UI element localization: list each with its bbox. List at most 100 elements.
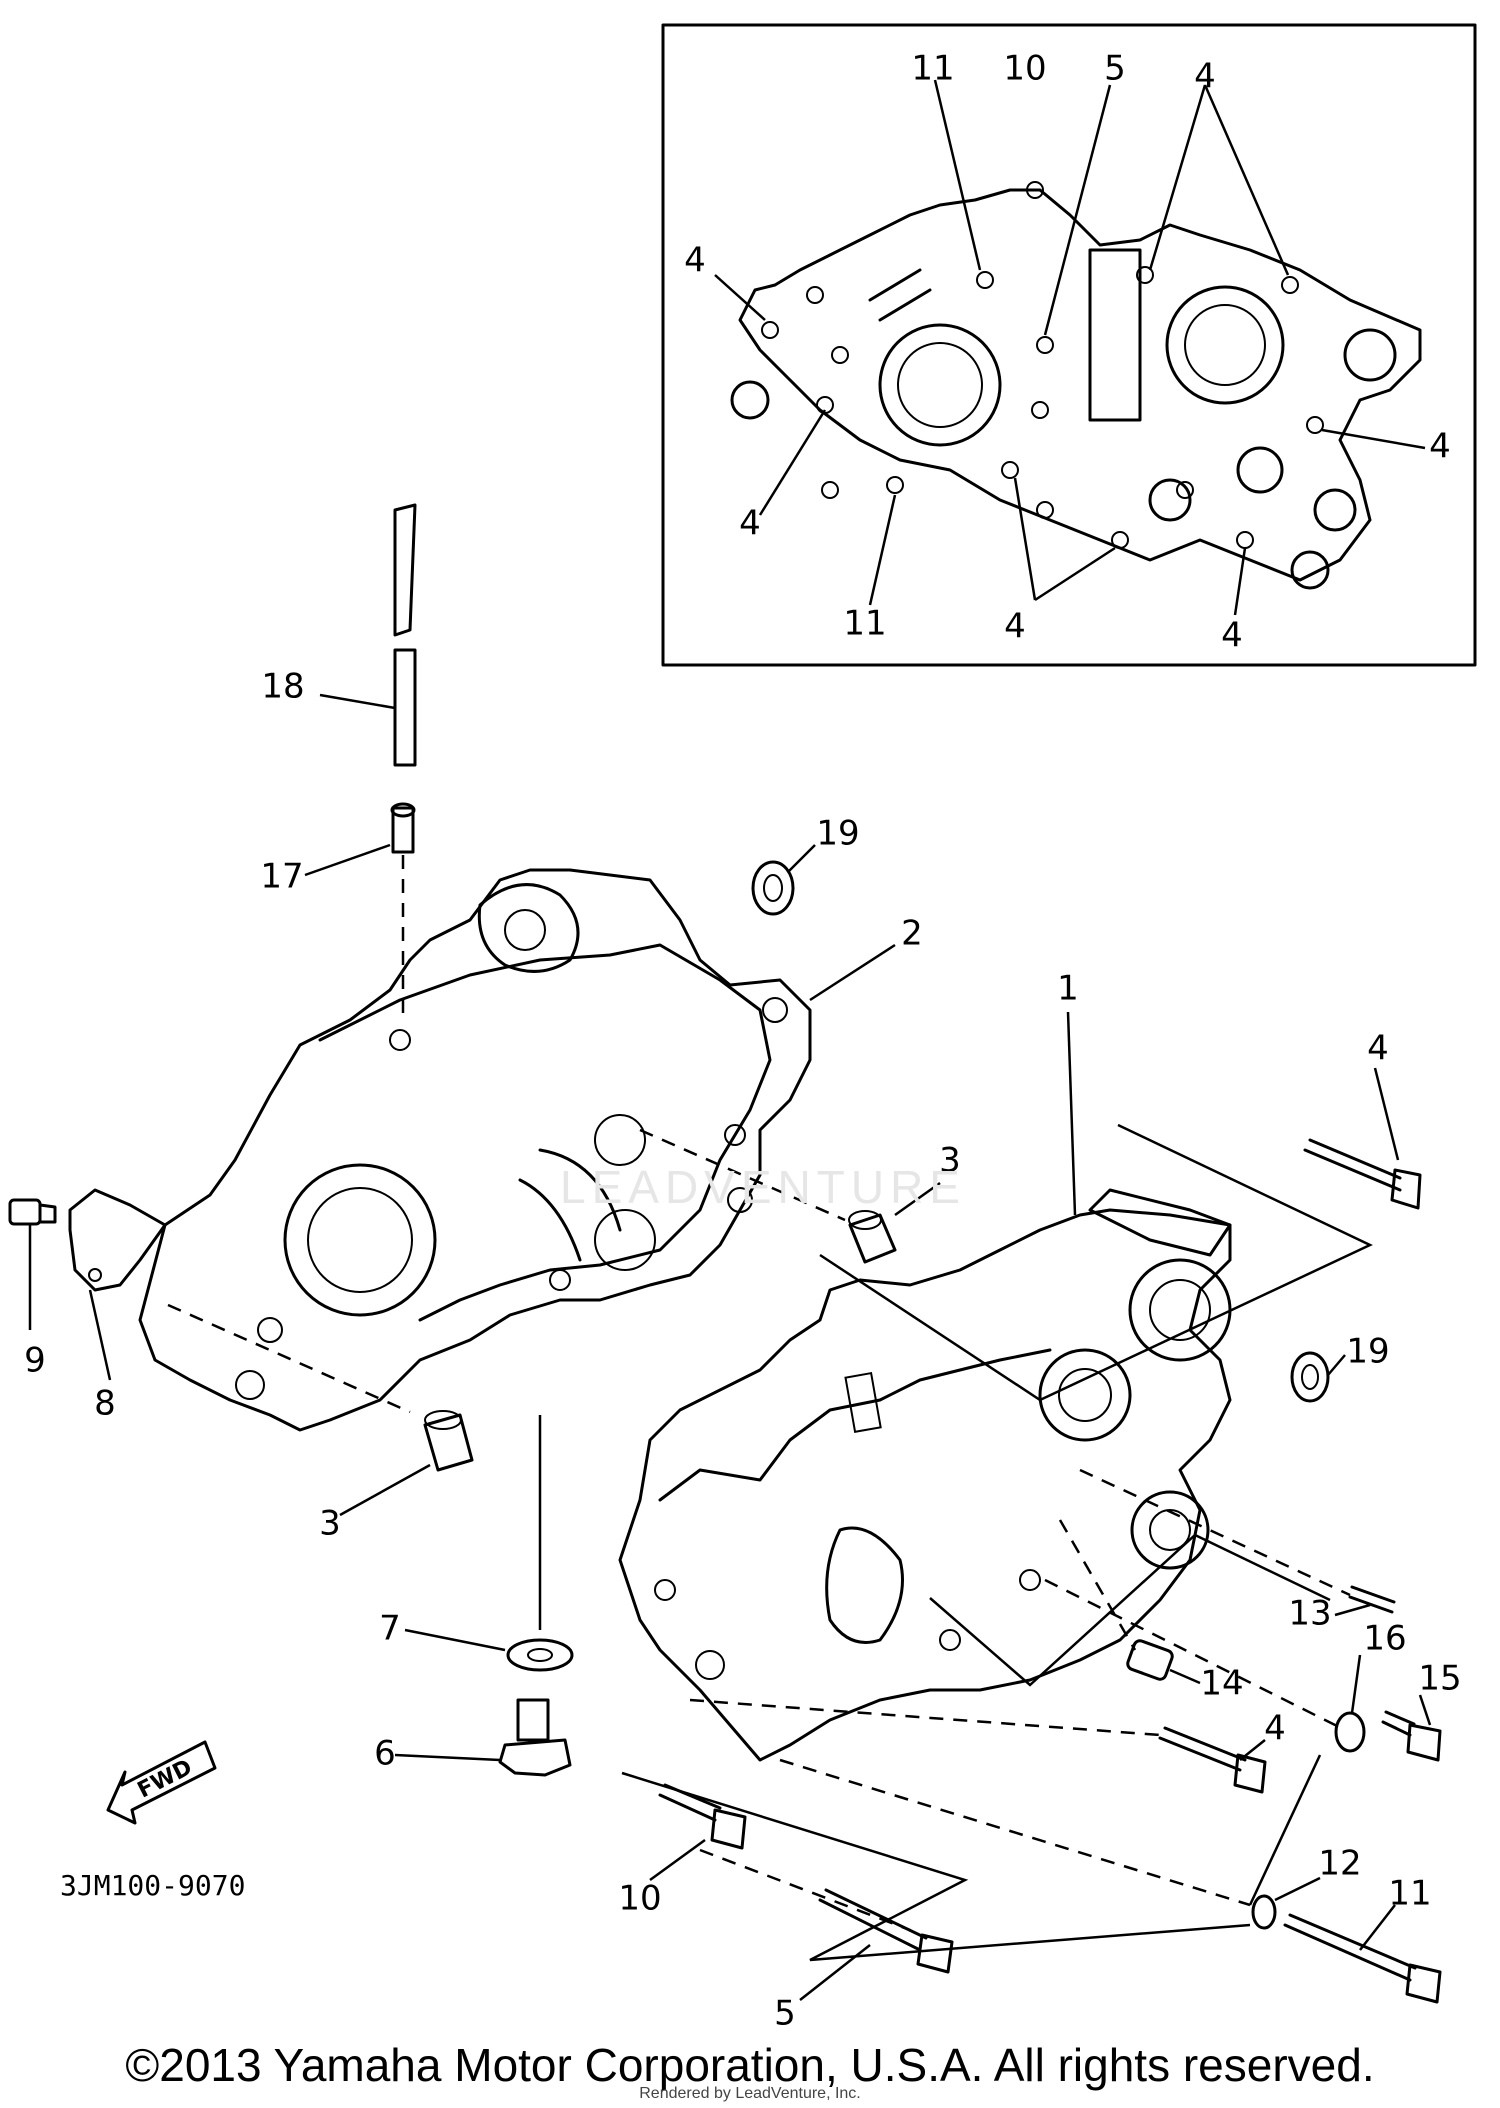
drain-plug-6 [498,1415,572,1777]
inset-boss-bottom [1290,550,1330,590]
dowel-3-lower [423,1410,474,1472]
crankcase-right-boss-lower-inner [1149,1509,1191,1551]
crankcase-right-gasket-face [658,1348,1052,1502]
crankcase-right-outline [618,1208,1232,1762]
crankcase-left-boss-lower [594,1209,656,1271]
callout-3-upper: 3 [939,1141,961,1181]
crankcase-right-hole-3 [939,1629,961,1651]
crankcase-right-hole-2 [1019,1569,1041,1591]
watermark: LEADVENTURE [560,1161,966,1213]
render-note: Rendered by LeadVenture, Inc. [639,2085,861,2102]
inset-callout-4-bottom: 4 [1004,607,1026,647]
oil-seal-19-right [1290,1351,1330,1403]
inset-view: 11 10 5 4 4 4 4 4 11 4 [661,23,1477,667]
crankcase-left [138,868,812,1432]
bracket-8 [68,1188,167,1292]
fitting-14 [1126,1639,1174,1681]
crankcase-left-hole-1 [235,1370,265,1400]
bolt-11 [1283,1913,1442,2004]
callout-10: 10 [618,1879,661,1919]
bolt-4-lower [1158,1726,1267,1794]
inset-boss-right [1343,328,1397,382]
crankcase-right-hole-4 [654,1579,676,1601]
crankcase-left-hole-3 [762,997,788,1023]
crankcase-right-slot [844,1371,882,1433]
crankcase-right-boss-upper [1128,1258,1232,1362]
callout-16: 16 [1363,1619,1406,1659]
diagram-code: 3JM100-9070 [60,1869,245,1902]
crankcase-left-rib [518,1148,622,1262]
crankcase-right-boss-lower [1130,1490,1210,1570]
crankcase-right-cylinder-face [1088,1188,1232,1257]
crankcase-left-outline [138,868,812,1432]
callout-17: 17 [260,857,303,897]
crankcase-left-hole-2 [257,1317,283,1343]
crankcase-right-bearing-inner [1058,1368,1112,1422]
crankcase-right-window [825,1526,904,1644]
callout-11: 11 [1388,1874,1431,1914]
inset-callout-4-right: 4 [1429,427,1451,467]
inset-cylinder-guide [1088,248,1142,422]
inset-callout-10: 10 [1003,49,1046,89]
crankcase-right [618,1188,1232,1762]
callout-13: 13 [1288,1594,1331,1634]
inset-callout-5: 5 [1104,49,1126,89]
crankcase-left-hole-4 [727,1187,753,1213]
callout-4-upper: 4 [1367,1029,1389,1069]
inset-frame [661,23,1477,667]
callout-14: 14 [1200,1664,1243,1704]
crankcase-right-boss-upper-inner [1149,1279,1211,1341]
dowel-3-upper [848,1210,897,1264]
crankcase-left-cylinder-boss [477,883,580,973]
fitting-17 [390,802,416,1020]
callout-3-lower: 3 [319,1504,341,1544]
callout-7: 7 [379,1609,401,1649]
inset-bore-right-inner [1184,304,1266,386]
pipe-18 [393,503,417,767]
assembly-lines [167,1123,1373,1962]
inset-callout-4-lower-left: 4 [739,504,761,544]
inset-leaders [714,79,1426,616]
inset-callout-4-left: 4 [684,241,706,281]
washer-7 [506,1638,574,1672]
main-leaders [28,693,1432,2001]
callout-6: 6 [374,1734,396,1774]
bolt-10 [658,1783,747,1850]
inset-rib [868,268,932,322]
callout-2: 2 [901,914,923,954]
crankcase-left-hole-6 [549,1269,571,1291]
inset-boss-left [730,380,770,420]
bolt-4-upper [1303,1138,1422,1210]
crankcase-left-hole-7 [389,1029,411,1051]
callout-12: 12 [1318,1844,1361,1884]
callout-1: 1 [1057,969,1079,1009]
fwd-arrow: FWD [106,1740,217,1825]
washer-16 [1334,1711,1366,1753]
callout-4-lower: 4 [1264,1709,1286,1749]
crankcase-left-bearing-bore [283,1163,437,1317]
inset-bolt-holes [761,181,1324,549]
oil-seal-19-top [751,860,795,916]
inset-boss-lower [1236,446,1284,494]
crankcase-left-boss-mid [594,1114,646,1166]
inset-callout-4-bottom-right: 4 [1221,616,1243,656]
callout-19-right: 19 [1346,1332,1389,1372]
stud-13 [1348,1585,1396,1614]
crankcase-right-bearing-bore [1038,1348,1132,1442]
callout-18: 18 [261,667,304,707]
crankcase-left-bearing-inner [307,1187,413,1293]
callout-15: 15 [1418,1659,1461,1699]
crankcase-left-hole-5 [724,1124,746,1146]
inset-bore-left [878,323,1002,447]
inset-bore-left-inner [897,342,983,428]
washer-12 [1251,1894,1277,1930]
inset-bore-right [1165,285,1285,405]
bolt-15 [1381,1710,1442,1762]
crankcase-right-hole-1 [695,1650,725,1680]
callout-labels: 1 2 3 3 4 4 5 6 7 8 9 10 11 12 13 14 15 … [24,667,1461,2034]
bolt-9 [8,1198,57,1226]
inset-boss-mid [1148,478,1192,522]
callout-19-top: 19 [816,814,859,854]
